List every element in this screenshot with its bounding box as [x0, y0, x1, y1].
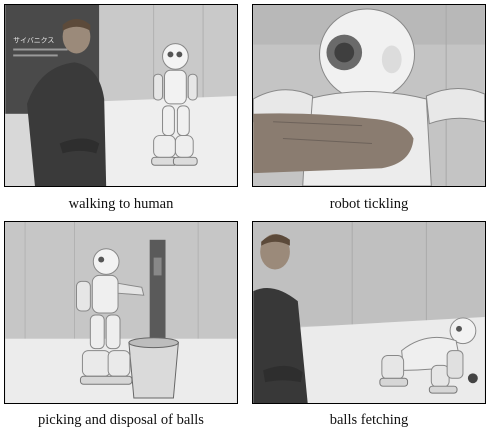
ball: [467, 373, 478, 384]
photo-balls-fetching-image: [253, 222, 485, 403]
photo-walking-to-human: サイバニクス: [4, 4, 238, 187]
nao-robot-fetching: [379, 317, 477, 394]
caption-walking-to-human: walking to human: [68, 196, 174, 212]
photo-picking-disposal-of-balls: [4, 221, 238, 404]
photo-robot-tickling: [252, 4, 486, 187]
nao-robot-walking: [151, 43, 198, 166]
photo-picking-disposal-image: [5, 222, 237, 403]
caption-robot-tickling: robot tickling: [329, 196, 409, 212]
human-torso: [27, 62, 107, 186]
nao-robot-picking: [75, 248, 145, 385]
photo-robot-tickling-image: [253, 5, 485, 186]
human-arm: [253, 113, 414, 174]
poster-text: サイバニクス: [13, 37, 54, 45]
caption-picking-disposal-of-balls: picking and disposal of balls: [38, 412, 204, 428]
pole: [149, 239, 166, 339]
photo-walking-to-human-image: サイバニクス: [5, 5, 237, 186]
photo-balls-fetching: [252, 221, 486, 404]
caption-balls-fetching: balls fetching: [329, 412, 409, 428]
bin: [128, 342, 179, 399]
human-head: [62, 19, 91, 54]
